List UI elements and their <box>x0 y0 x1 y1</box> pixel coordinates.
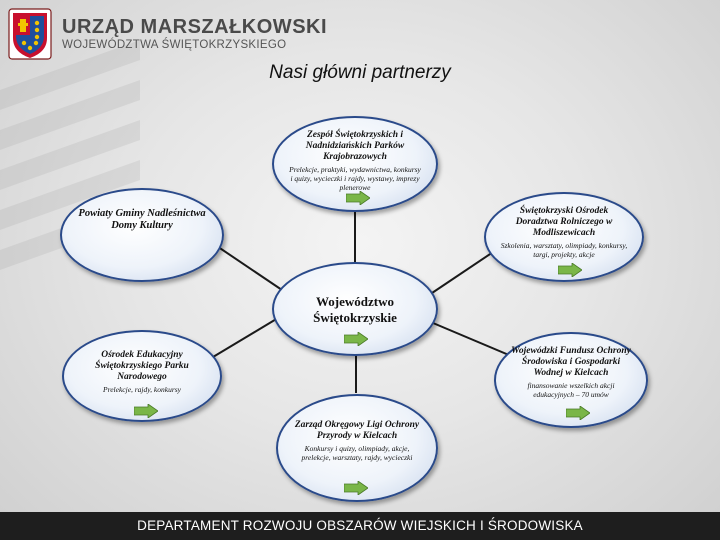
page-title: Nasi główni partnerzy <box>269 62 451 83</box>
partner-top-desc: Prelekcje, praktyki, wydawnictwa, konkur… <box>289 165 421 192</box>
center-node: Województwo Świętokrzyskie <box>272 262 438 356</box>
arrow-icon <box>558 263 582 277</box>
partner-bottom-left-title: Ośrodek Edukacyjny Świętokrzyskiego Park… <box>95 350 189 382</box>
partner-node-bottom-right: Wojewódzki Fundusz Ochrony Środowiska i … <box>494 332 648 428</box>
crest-icon <box>8 8 52 60</box>
arrow-icon <box>566 406 590 420</box>
partner-node-top-left: Powiaty Gminy Nadleśnictwa Domy Kultury <box>60 188 224 282</box>
arrow-icon <box>344 332 368 346</box>
connector-bottom-right <box>432 322 517 359</box>
partner-bottom-right-title: Wojewódzki Fundusz Ochrony Środowiska i … <box>511 346 631 378</box>
arrow-icon <box>346 191 370 205</box>
org-subtitle: WOJEWÓDZTWA ŚWIĘTOKRZYSKIEGO <box>62 39 287 51</box>
partner-top-right-desc: Szkolenia, warsztaty, olimpiady, konkurs… <box>500 241 628 259</box>
partner-bottom-left-desc: Prelekcje, rajdy, konkursy <box>102 385 182 394</box>
arrow-icon <box>134 404 158 418</box>
partner-top-title: Zespół Świętokrzyskich i Nadnidziańskich… <box>305 130 405 162</box>
connector-bottom-left <box>207 317 279 361</box>
partner-bottom-desc: Konkursy i quizy, olimpiady, akcje, prel… <box>301 444 413 462</box>
partner-top-left-title: Powiaty Gminy Nadleśnictwa Domy Kultury <box>78 208 206 231</box>
center-title: Województwo Świętokrzyskie <box>313 294 397 325</box>
arrow-icon <box>344 481 368 495</box>
header: URZĄD MARSZAŁKOWSKI WOJEWÓDZTWA ŚWIĘTOKR… <box>8 6 327 62</box>
footer-banner: DEPARTAMENT ROZWOJU OBSZARÓW WIEJSKICH I… <box>0 512 720 540</box>
org-name: URZĄD MARSZAŁKOWSKI <box>62 16 328 38</box>
partner-top-right-title: Świętokrzyski Ośrodek Doradztwa Rolnicze… <box>515 206 613 238</box>
partner-bottom-right-desc: finansowanie wszelkich akcji edukacyjnyc… <box>527 381 615 399</box>
partner-bottom-title: Zarząd Okręgowy Ligi Ochrony Przyrody w … <box>294 420 420 441</box>
